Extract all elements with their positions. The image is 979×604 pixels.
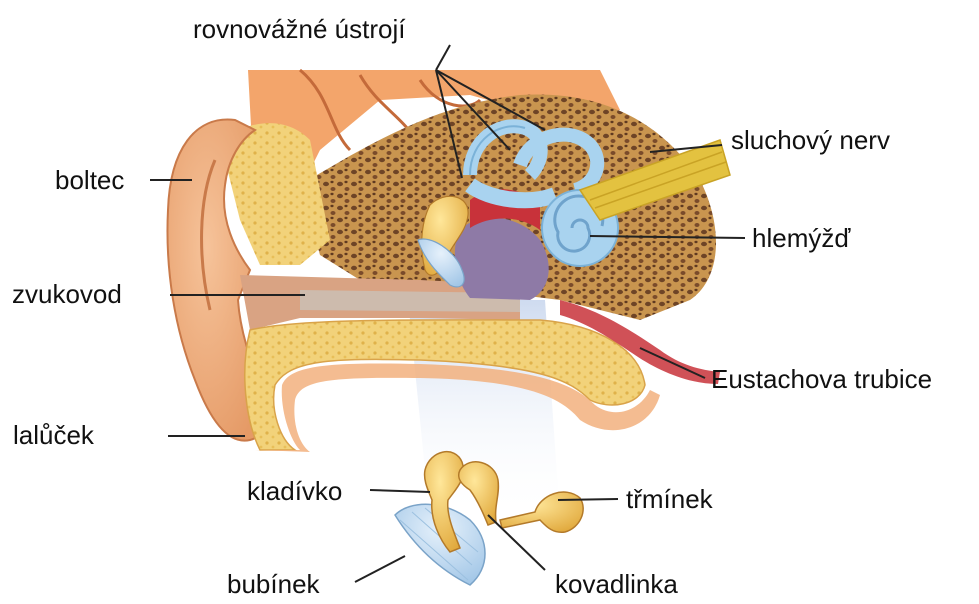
label-auditory-nerve: sluchový nerv bbox=[731, 127, 890, 153]
label-vestibular-system: rovnovážné ústrojí bbox=[193, 16, 405, 42]
label-malleus: kladívko bbox=[247, 478, 342, 504]
leader-eardrum bbox=[355, 556, 405, 582]
label-pinna: boltec bbox=[55, 167, 124, 193]
leader-malleus bbox=[370, 490, 430, 492]
label-eustachian-tube: Eustachova trubice bbox=[711, 366, 932, 392]
label-eardrum: bubínek bbox=[227, 571, 320, 597]
label-earlobe: lalůček bbox=[13, 422, 94, 448]
label-stapes: třmínek bbox=[626, 486, 713, 512]
label-cochlea: hlemýžď bbox=[752, 225, 850, 251]
leader-stapes bbox=[558, 499, 618, 500]
label-ear-canal: zvukovod bbox=[12, 281, 122, 307]
leader-vestibular-a bbox=[436, 45, 450, 70]
label-incus: kovadlinka bbox=[555, 571, 678, 597]
